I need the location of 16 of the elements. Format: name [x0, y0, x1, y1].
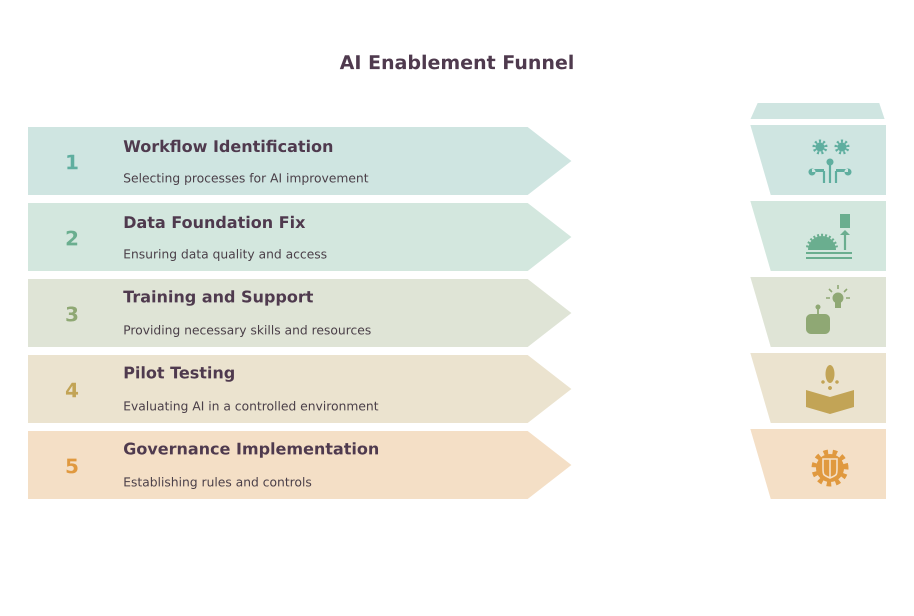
step-description: Establishing rules and controls: [124, 477, 312, 489]
step-description: Ensuring data quality and access: [124, 249, 326, 261]
step-number: 1: [67, 154, 78, 170]
step-number: 5: [66, 458, 78, 474]
step-number: 3: [66, 306, 78, 322]
step-heading: Governance Implementation: [124, 442, 378, 458]
step-heading: Workflow Identification: [124, 140, 332, 152]
step-number: 2: [66, 230, 78, 246]
step-heading: Pilot Testing: [124, 366, 234, 382]
step-heading: Training and Support: [123, 290, 314, 306]
step-number: 4: [66, 382, 78, 398]
step-description: Providing necessary skills and resources: [124, 325, 371, 337]
title: AI Enablement Funnel: [340, 54, 573, 70]
step-description: Selecting processes for AI improvement: [124, 173, 368, 185]
step-description: Evaluating AI in a controlled environment: [124, 401, 378, 413]
step-heading: Data Foundation Fix: [124, 216, 306, 228]
